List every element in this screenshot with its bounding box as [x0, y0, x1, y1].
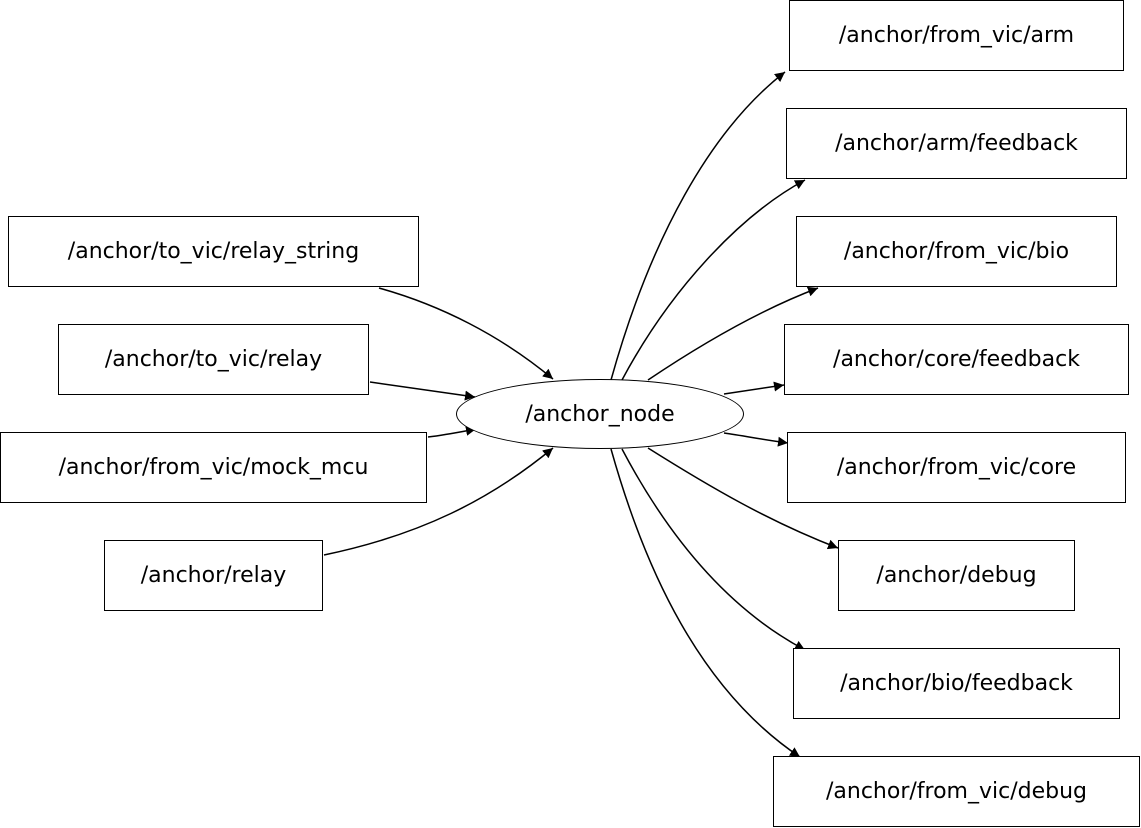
topic-anchor-from-vic-core[interactable]: /anchor/from_vic/core [787, 432, 1126, 503]
edge-relay-to-node [369, 381, 476, 401]
node-anchor-node[interactable]: /anchor_node [456, 379, 744, 449]
edge-node-to-core-feedback [723, 381, 785, 395]
edge-relay-string-to-node [378, 287, 554, 380]
edge-node-to-debug [647, 447, 839, 550]
topic-anchor-to-vic-relay-string[interactable]: /anchor/to_vic/relay_string [8, 216, 419, 287]
edge-node-to-from-vic-bio [647, 286, 819, 381]
topic-anchor-core-feedback[interactable]: /anchor/core/feedback [784, 324, 1129, 395]
edge-node-to-from-vic-core [723, 432, 789, 447]
edge-node-to-arm-feedback [621, 179, 806, 381]
topic-anchor-arm-feedback[interactable]: /anchor/arm/feedback [786, 108, 1127, 179]
edge-node-to-bio-feedback [621, 448, 806, 651]
topic-anchor-from-vic-arm[interactable]: /anchor/from_vic/arm [789, 0, 1124, 71]
topic-anchor-from-vic-bio[interactable]: /anchor/from_vic/bio [796, 216, 1117, 287]
edge-anchor-relay-to-node [323, 447, 554, 556]
edge-mock-mcu-to-node [427, 425, 477, 438]
topic-anchor-debug[interactable]: /anchor/debug [838, 540, 1075, 611]
topic-anchor-to-vic-relay[interactable]: /anchor/to_vic/relay [58, 324, 369, 395]
edge-node-to-from-vic-arm [610, 71, 786, 381]
topic-anchor-relay[interactable]: /anchor/relay [104, 540, 323, 611]
topic-anchor-from-vic-debug[interactable]: /anchor/from_vic/debug [773, 756, 1140, 827]
edge-node-to-from-vic-debug [610, 448, 801, 758]
topic-anchor-bio-feedback[interactable]: /anchor/bio/feedback [793, 648, 1120, 719]
topic-anchor-from-vic-mock-mcu[interactable]: /anchor/from_vic/mock_mcu [0, 432, 427, 503]
